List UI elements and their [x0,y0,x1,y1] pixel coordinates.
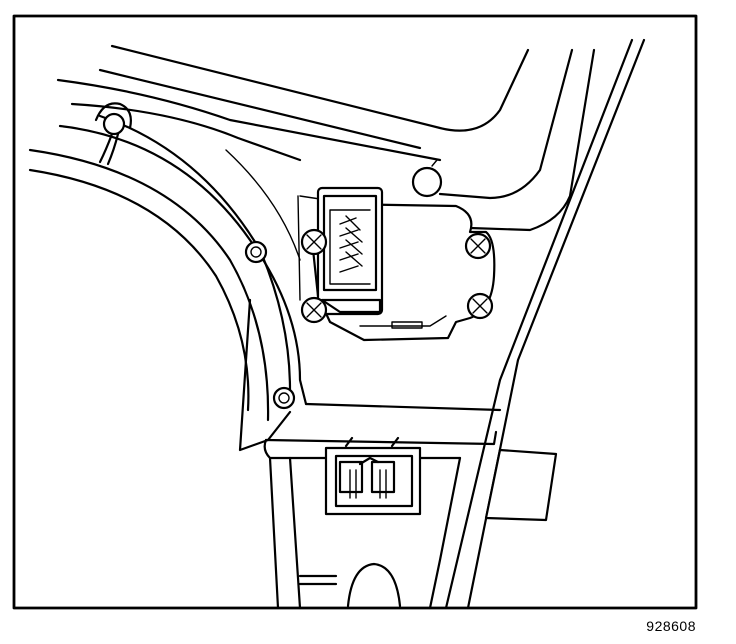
electrical-connector [316,186,384,316]
panel-fasteners [244,240,296,410]
retainer-knob [411,159,443,198]
label-plate [484,448,558,522]
upper-trim-lines [56,44,596,232]
lower-connector [324,436,422,516]
bottom-details [298,562,402,608]
figure-border [12,14,698,610]
panel-clip [94,102,132,166]
module-screws [300,228,494,324]
speaker-opening [28,114,308,422]
module-assembly [297,186,496,342]
lower-housing [263,402,502,610]
figure-number: 928608 [646,618,696,634]
pillar-trim [444,38,646,610]
